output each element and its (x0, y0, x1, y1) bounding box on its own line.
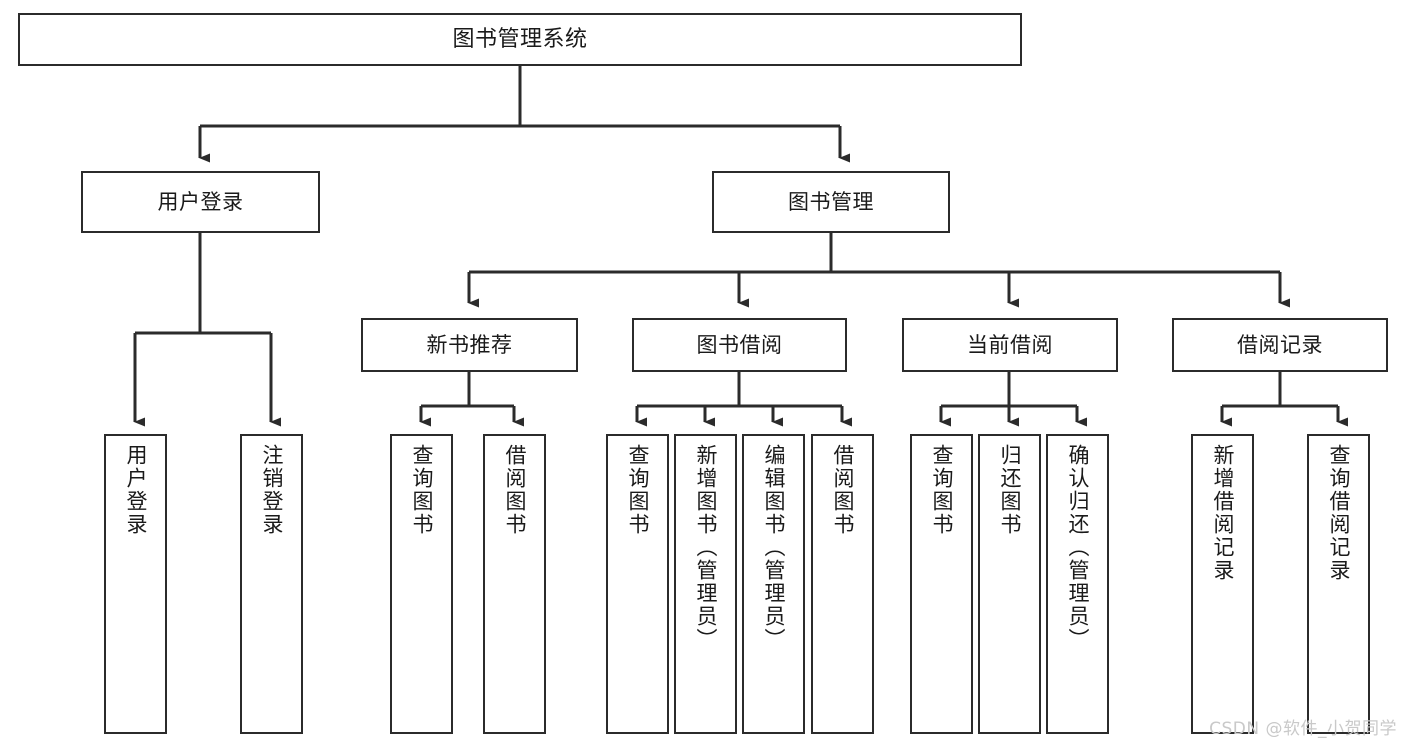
node-leaf-add-book[interactable]: 新增图书（管理员） (674, 434, 737, 734)
node-leaf-logout-login[interactable]: 注销登录 (240, 434, 303, 734)
node-leaf-logout-login-label: 注销登录 (260, 444, 285, 536)
node-leaf-borrow-book-2-label: 借阅图书 (831, 444, 856, 536)
node-new-book-recommend[interactable]: 新书推荐 (361, 318, 578, 372)
node-borrow-record[interactable]: 借阅记录 (1172, 318, 1388, 372)
node-leaf-query-book-1-label: 查询图书 (410, 444, 435, 536)
node-leaf-add-book-label: 新增图书（管理员） (694, 444, 719, 651)
node-user-login[interactable]: 用户登录 (81, 171, 320, 233)
node-borrow-record-label: 借阅记录 (1237, 332, 1323, 357)
node-leaf-edit-book[interactable]: 编辑图书（管理员） (742, 434, 805, 734)
node-leaf-query-record-label: 查询借阅记录 (1327, 444, 1352, 582)
node-leaf-confirm-return[interactable]: 确认归还（管理员） (1046, 434, 1109, 734)
node-leaf-edit-book-label: 编辑图书（管理员） (762, 444, 787, 651)
node-leaf-return-book-label: 归还图书 (998, 444, 1023, 536)
node-user-login-label: 用户登录 (157, 189, 244, 214)
node-book-borrow[interactable]: 图书借阅 (632, 318, 847, 372)
node-book-manage-label: 图书管理 (788, 189, 874, 214)
node-root-label: 图书管理系统 (452, 26, 588, 52)
node-leaf-borrow-book-1-label: 借阅图书 (503, 444, 528, 536)
node-leaf-query-book-2-label: 查询图书 (626, 444, 651, 536)
node-leaf-user-login[interactable]: 用户登录 (104, 434, 167, 734)
node-leaf-add-record-label: 新增借阅记录 (1211, 444, 1236, 582)
node-leaf-add-record[interactable]: 新增借阅记录 (1191, 434, 1254, 734)
node-leaf-borrow-book-1[interactable]: 借阅图书 (483, 434, 546, 734)
node-root[interactable]: 图书管理系统 (18, 13, 1022, 66)
node-leaf-query-record[interactable]: 查询借阅记录 (1307, 434, 1370, 734)
node-new-book-recommend-label: 新书推荐 (426, 332, 513, 357)
node-leaf-query-book-3[interactable]: 查询图书 (910, 434, 973, 734)
watermark: CSDN @软件_小贺同学 (1209, 719, 1397, 739)
node-leaf-user-login-label: 用户登录 (124, 444, 149, 536)
node-leaf-query-book-2[interactable]: 查询图书 (606, 434, 669, 734)
node-leaf-query-book-1[interactable]: 查询图书 (390, 434, 453, 734)
node-current-borrow-label: 当前借阅 (967, 332, 1053, 357)
node-leaf-confirm-return-label: 确认归还（管理员） (1066, 444, 1091, 651)
node-current-borrow[interactable]: 当前借阅 (902, 318, 1118, 372)
node-book-borrow-label: 图书借阅 (696, 332, 783, 357)
node-leaf-query-book-3-label: 查询图书 (930, 444, 955, 536)
node-leaf-return-book[interactable]: 归还图书 (978, 434, 1041, 734)
node-leaf-borrow-book-2[interactable]: 借阅图书 (811, 434, 874, 734)
node-book-manage[interactable]: 图书管理 (712, 171, 950, 233)
